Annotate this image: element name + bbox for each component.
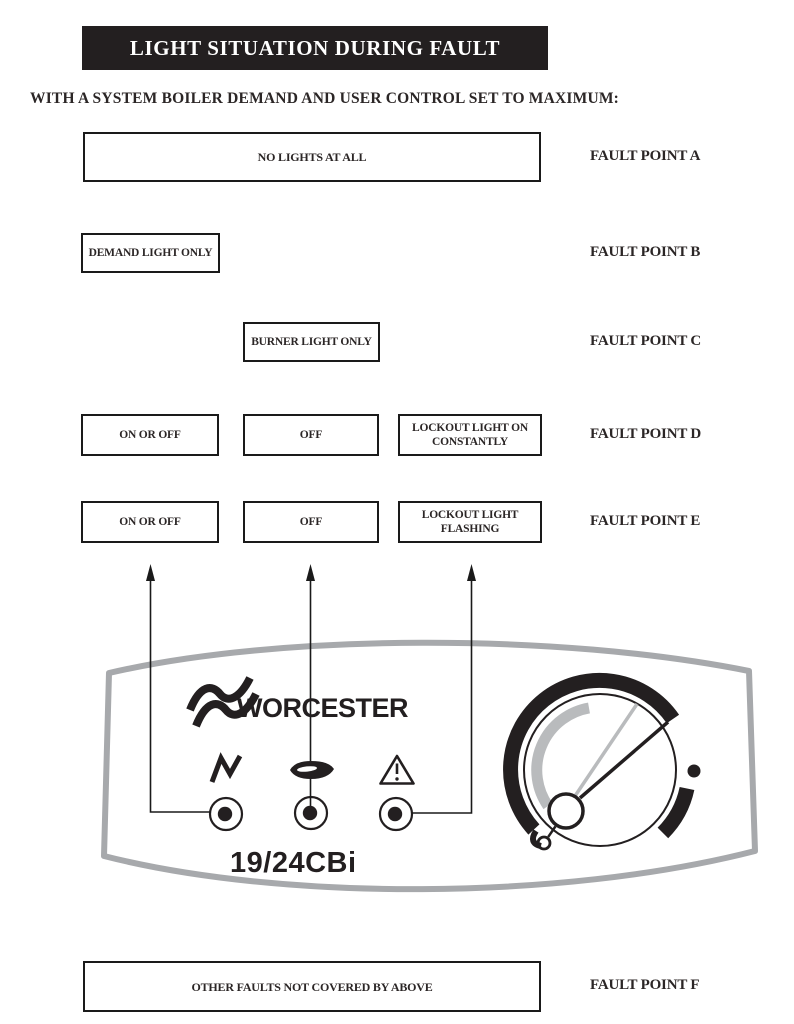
fault-box-e3: LOCKOUT LIGHT FLASHING (398, 501, 542, 543)
burner-light-dot (302, 805, 318, 821)
fault-box-d3-text: LOCKOUT LIGHT ON CONSTANTLY (412, 422, 528, 448)
knob-max-marker (687, 764, 701, 778)
arrow-line-lockout (412, 578, 473, 814)
page-title: LIGHT SITUATION DURING FAULT (129, 35, 501, 60)
fault-box-f1: OTHER FAULTS NOT COVERED BY ABOVE (83, 961, 541, 1012)
fault-box-d2-text: OFF (299, 429, 323, 441)
subtitle: WITH A SYSTEM BOILER DEMAND AND USER CON… (30, 90, 620, 107)
model-number: 19/24CBi (230, 847, 357, 879)
demand-light-dot (217, 806, 233, 822)
fault-point-label-e: FAULT POINT E (590, 513, 701, 529)
fault-box-d1: ON OR OFF (81, 414, 219, 456)
fault-box-d1-text: ON OR OFF (119, 429, 181, 441)
fault-box-a1-text: NO LIGHTS AT ALL (257, 150, 367, 164)
fault-box-e2: OFF (243, 501, 379, 543)
lightning-icon (209, 752, 243, 783)
knob-pointer-shadow (571, 703, 639, 800)
warning-triangle-icon (379, 754, 415, 785)
fault-box-b1: DEMAND LIGHT ONLY (81, 233, 220, 273)
fault-box-a1: NO LIGHTS AT ALL (83, 132, 541, 182)
fault-point-label-c: FAULT POINT C (590, 333, 702, 349)
fault-box-d3: LOCKOUT LIGHT ON CONSTANTLY (398, 414, 542, 456)
fault-box-e1-text: ON OR OFF (119, 516, 181, 528)
knob-scale-arc-segment (657, 786, 695, 839)
knob-pointer-tail (547, 825, 557, 838)
fault-box-c1: BURNER LIGHT ONLY (243, 322, 380, 362)
arrow-line-demand (149, 578, 211, 813)
knob-scale-arc-hook (529, 829, 542, 849)
fault-box-e1: ON OR OFF (81, 501, 219, 543)
fault-box-d2: OFF (243, 414, 379, 456)
knob-scale-arc (503, 672, 680, 835)
brand-swoosh-icon (186, 676, 260, 728)
knob-shading (531, 702, 591, 810)
flame-icon (290, 761, 334, 779)
fault-box-c1-text: BURNER LIGHT ONLY (251, 336, 372, 348)
fault-box-e2-text: OFF (299, 516, 323, 528)
knob-pointer-hub (547, 792, 585, 830)
knob-pointer-needle (578, 720, 670, 800)
fault-box-b1-text: DEMAND LIGHT ONLY (88, 247, 213, 259)
arrowhead-burner-icon (306, 564, 315, 581)
arrowhead-lockout-icon (467, 564, 476, 581)
fault-point-label-a: FAULT POINT A (590, 148, 701, 164)
fault-point-label-b: FAULT POINT B (590, 244, 701, 260)
knob-body (523, 693, 677, 847)
title-bar: LIGHT SITUATION DURING FAULT (82, 26, 548, 70)
fault-box-f1-text: OTHER FAULTS NOT COVERED BY ABOVE (191, 979, 433, 994)
fault-point-label-d: FAULT POINT D (590, 426, 702, 442)
user-control-knob (503, 672, 701, 851)
brand-logo-text: WORCESTER (237, 693, 409, 723)
arrowhead-demand-icon (146, 564, 155, 581)
fault-box-e3-text: LOCKOUT LIGHT FLASHING (421, 509, 519, 535)
fault-point-label-f: FAULT POINT F (590, 977, 700, 993)
lockout-light-dot (387, 806, 403, 822)
